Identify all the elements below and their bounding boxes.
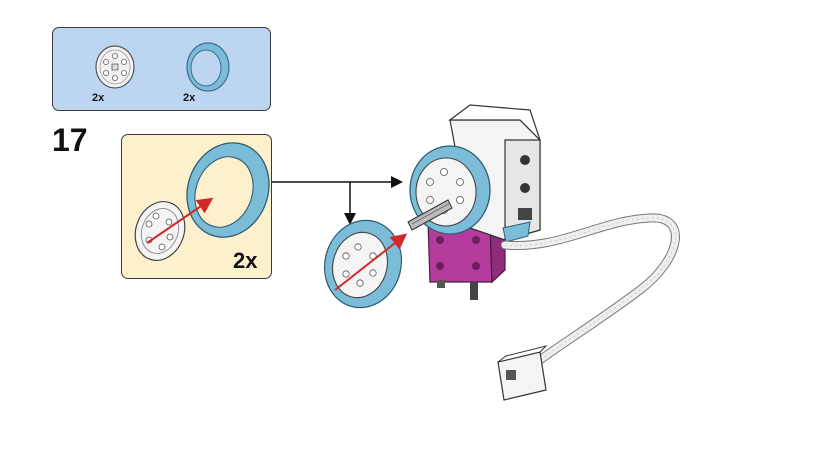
loose-wheel <box>323 219 403 309</box>
tire-ring-icon <box>186 42 230 92</box>
submodel-hub <box>134 201 186 261</box>
insert-arrow-wheel <box>334 233 408 291</box>
submodel-quantity: 2x <box>233 248 258 273</box>
part-quantity-hub: 2x <box>92 92 105 104</box>
insert-arrow-red <box>146 197 214 244</box>
submodel-tire <box>186 142 270 238</box>
motor-cable <box>500 213 680 365</box>
wheel-hub-icon <box>95 45 135 89</box>
cable-connector <box>497 345 548 401</box>
parts-list-box <box>52 27 271 111</box>
step-number: 17 <box>52 122 88 158</box>
motor-unit <box>425 104 541 300</box>
part-quantity-tire: 2x <box>183 92 196 104</box>
axle <box>407 199 453 231</box>
